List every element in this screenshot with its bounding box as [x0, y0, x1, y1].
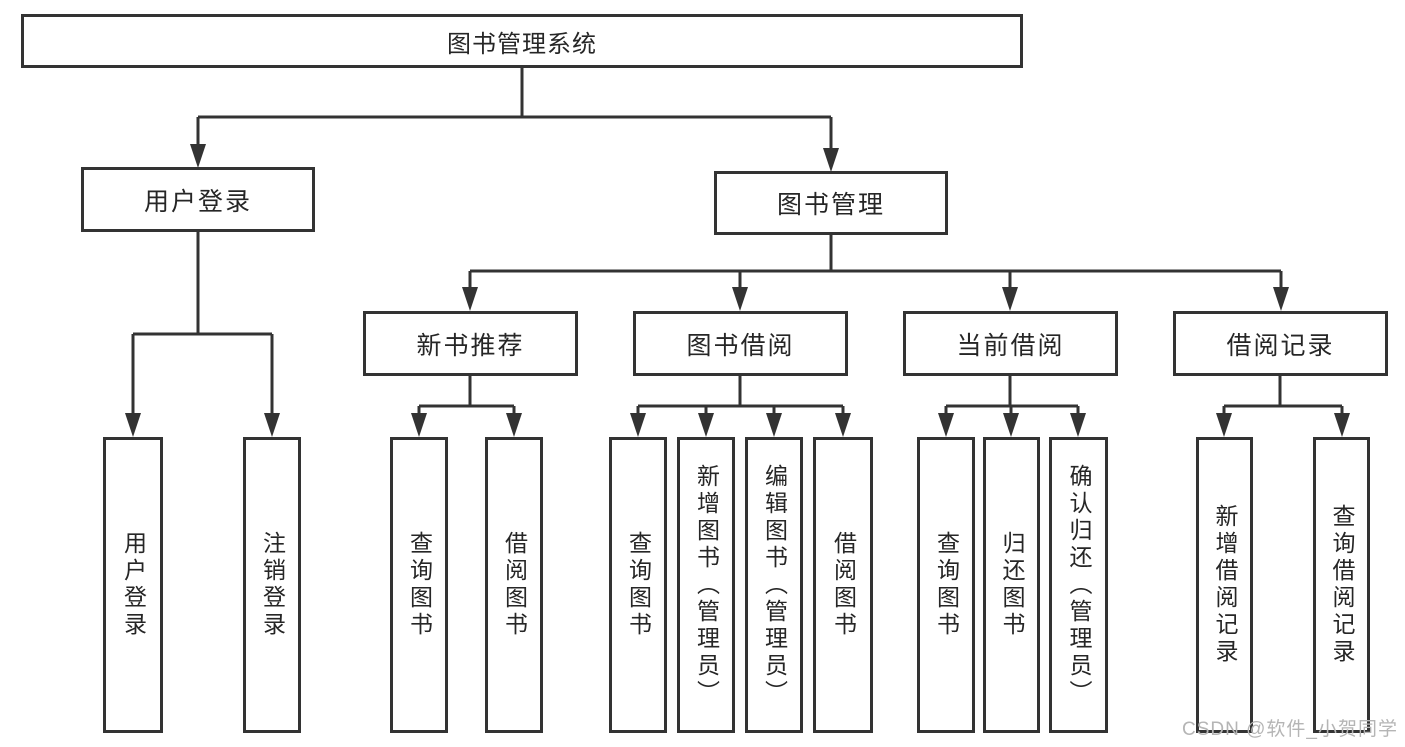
node-book-management: 图书管理 — [714, 171, 948, 235]
leaf-query-books-recommend-label: 查询图书 — [406, 531, 433, 639]
leaf-query-borrow-record: 查询借阅记录 — [1313, 437, 1370, 733]
leaf-query-borrow-record-label: 查询借阅记录 — [1329, 504, 1355, 666]
leaf-logout: 注销登录 — [243, 437, 301, 733]
leaf-user-login-label: 用户登录 — [120, 531, 147, 639]
leaf-edit-books-admin-label: 编辑图书（管理员） — [761, 463, 788, 707]
leaf-user-login: 用户登录 — [103, 437, 163, 733]
node-user-login-label: 用户登录 — [143, 187, 252, 216]
leaf-query-books-recommend: 查询图书 — [390, 437, 448, 733]
leaf-add-borrow-record: 新增借阅记录 — [1196, 437, 1253, 733]
leaf-borrow-books: 借阅图书 — [813, 437, 873, 733]
leaf-query-books-current-label: 查询图书 — [933, 531, 960, 639]
leaf-return-books: 归还图书 — [983, 437, 1040, 733]
watermark: CSDN @软件_小贺同学 — [1182, 719, 1398, 740]
node-root: 图书管理系统 — [21, 14, 1023, 68]
leaf-add-borrow-record-label: 新增借阅记录 — [1212, 504, 1238, 666]
node-book-borrow: 图书借阅 — [633, 311, 848, 376]
leaf-borrow-books-label: 借阅图书 — [830, 531, 857, 639]
leaf-return-books-label: 归还图书 — [999, 531, 1025, 639]
node-new-book-recommend: 新书推荐 — [363, 311, 578, 376]
node-book-management-label: 图书管理 — [776, 191, 885, 219]
node-user-login: 用户登录 — [81, 167, 315, 232]
leaf-borrow-books-recommend-label: 借阅图书 — [501, 531, 528, 639]
leaf-logout-label: 注销登录 — [259, 531, 286, 639]
node-borrow-records: 借阅记录 — [1173, 311, 1388, 376]
arrowhead-group — [125, 144, 1350, 437]
leaf-add-books-admin: 新增图书（管理员） — [677, 437, 735, 733]
leaf-query-books-current: 查询图书 — [917, 437, 975, 733]
node-new-book-recommend-label: 新书推荐 — [416, 331, 525, 360]
leaf-edit-books-admin: 编辑图书（管理员） — [745, 437, 803, 733]
node-borrow-records-label: 借阅记录 — [1226, 331, 1335, 360]
leaf-confirm-return-admin: 确认归还（管理员） — [1049, 437, 1108, 733]
leaf-confirm-return-admin-label: 确认归还（管理员） — [1066, 463, 1092, 707]
leaf-borrow-books-recommend: 借阅图书 — [485, 437, 543, 733]
leaf-add-books-admin-label: 新增图书（管理员） — [693, 463, 720, 707]
node-current-borrow: 当前借阅 — [903, 311, 1118, 376]
leaf-query-books-borrow: 查询图书 — [609, 437, 667, 733]
node-book-borrow-label: 图书借阅 — [686, 331, 795, 360]
node-root-label: 图书管理系统 — [447, 30, 597, 58]
node-current-borrow-label: 当前借阅 — [956, 331, 1065, 360]
leaf-query-books-borrow-label: 查询图书 — [625, 531, 652, 639]
